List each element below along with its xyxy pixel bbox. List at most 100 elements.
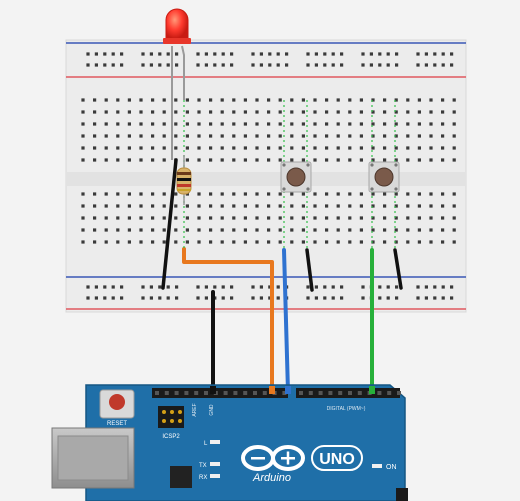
breadboard-hole — [255, 146, 259, 150]
uno-badge — [311, 445, 363, 471]
breadboard-hole — [348, 216, 352, 220]
breadboard-hole — [359, 134, 363, 138]
breadboard-hole — [359, 110, 363, 114]
breadboard-hole — [325, 204, 329, 208]
breadboard-hole — [278, 216, 282, 220]
breadboard-hole — [452, 98, 456, 102]
breadboard-hole — [336, 216, 340, 220]
breadboard-hole — [149, 63, 153, 67]
breadboard-hole — [306, 63, 310, 67]
breadboard-hole — [452, 228, 456, 232]
breadboard-hole — [452, 134, 456, 138]
breadboard-hole — [417, 158, 421, 162]
breadboard-hole — [220, 228, 224, 232]
breadboard-hole — [325, 228, 329, 232]
breadboard-hole — [417, 122, 421, 126]
header-pin — [348, 391, 352, 395]
breadboard-hole — [278, 204, 282, 208]
breadboard-hole — [81, 216, 85, 220]
breadboard-hole — [116, 228, 120, 232]
breadboard-hole — [450, 52, 454, 56]
header-pin — [204, 391, 208, 395]
breadboard-hole — [406, 192, 410, 196]
header-pin — [164, 391, 169, 395]
breadboard-hole — [127, 228, 131, 232]
breadboard-hole — [433, 52, 437, 56]
breadboard-hole — [232, 134, 236, 138]
breadboard-hole — [452, 240, 456, 244]
breadboard-hole — [86, 52, 90, 56]
breadboard-hole — [325, 146, 329, 150]
breadboard-hole — [290, 110, 294, 114]
breadboard-hole — [243, 134, 247, 138]
resistor — [176, 155, 192, 205]
breadboard-hole — [116, 110, 120, 114]
breadboard-hole — [325, 110, 329, 114]
breadboard-hole — [197, 158, 201, 162]
breadboard-hole — [221, 52, 225, 56]
resistor-band-2 — [177, 178, 191, 181]
breadboard-hole — [278, 98, 282, 102]
breadboard-hole — [348, 98, 352, 102]
breadboard-hole — [394, 204, 398, 208]
on-led — [372, 464, 382, 468]
header-pin — [184, 391, 189, 395]
reset-button[interactable] — [109, 394, 125, 410]
resistor-band-1 — [177, 172, 191, 175]
breadboard-hole — [314, 52, 318, 56]
breadboard-hole — [450, 63, 454, 67]
breadboard-hole — [111, 296, 115, 300]
breadboard-hole — [378, 285, 382, 289]
breadboard-hole — [221, 63, 225, 67]
breadboard-hole — [429, 146, 433, 150]
breadboard-hole — [290, 146, 294, 150]
breadboard-hole — [424, 52, 428, 56]
breadboard-hole — [278, 158, 282, 162]
breadboard-hole — [185, 122, 189, 126]
breadboard-hole — [209, 122, 213, 126]
breadboard-hole — [151, 146, 155, 150]
breadboard-hole — [116, 134, 120, 138]
breadboard-hole — [429, 134, 433, 138]
breadboard-hole — [197, 122, 201, 126]
breadboard-hole — [417, 216, 421, 220]
breadboard-hole — [383, 98, 387, 102]
breadboard-hole — [120, 63, 124, 67]
breadboard-hole — [243, 240, 247, 244]
breadboard-hole — [174, 134, 178, 138]
breadboard-hole — [406, 216, 410, 220]
breadboard-hole — [371, 204, 375, 208]
breadboard-hole — [278, 122, 282, 126]
breadboard-hole — [104, 110, 108, 114]
breadboard-hole — [149, 296, 153, 300]
breadboard-hole — [276, 63, 280, 67]
breadboard-hole — [255, 192, 259, 196]
breadboard-hole — [185, 216, 189, 220]
breadboard-hole — [267, 98, 271, 102]
breadboard-hole — [313, 204, 317, 208]
breadboard-hole — [93, 228, 97, 232]
breadboard-hole — [185, 204, 189, 208]
breadboard-hole — [371, 122, 375, 126]
breadboard-hole — [278, 134, 282, 138]
breadboard-hole — [175, 285, 179, 289]
breadboard-hole — [417, 134, 421, 138]
breadboard-hole — [230, 296, 234, 300]
breadboard-hole — [185, 240, 189, 244]
breadboard-hole — [267, 134, 271, 138]
breadboard-hole — [383, 240, 387, 244]
breadboard-hole — [301, 158, 305, 162]
wire-orange-led-signal — [182, 247, 274, 394]
power-header-corner — [396, 488, 408, 501]
breadboard-hole — [243, 110, 247, 114]
breadboard-hole — [406, 98, 410, 102]
breadboard-hole — [104, 146, 108, 150]
breadboard-hole — [361, 52, 365, 56]
breadboard-hole — [139, 204, 143, 208]
breadboard-hole — [162, 158, 166, 162]
breadboard-hole — [394, 146, 398, 150]
breadboard-hole — [386, 63, 390, 67]
breadboard-hole — [290, 122, 294, 126]
breadboard-hole — [209, 192, 213, 196]
breadboard-hole — [267, 228, 271, 232]
